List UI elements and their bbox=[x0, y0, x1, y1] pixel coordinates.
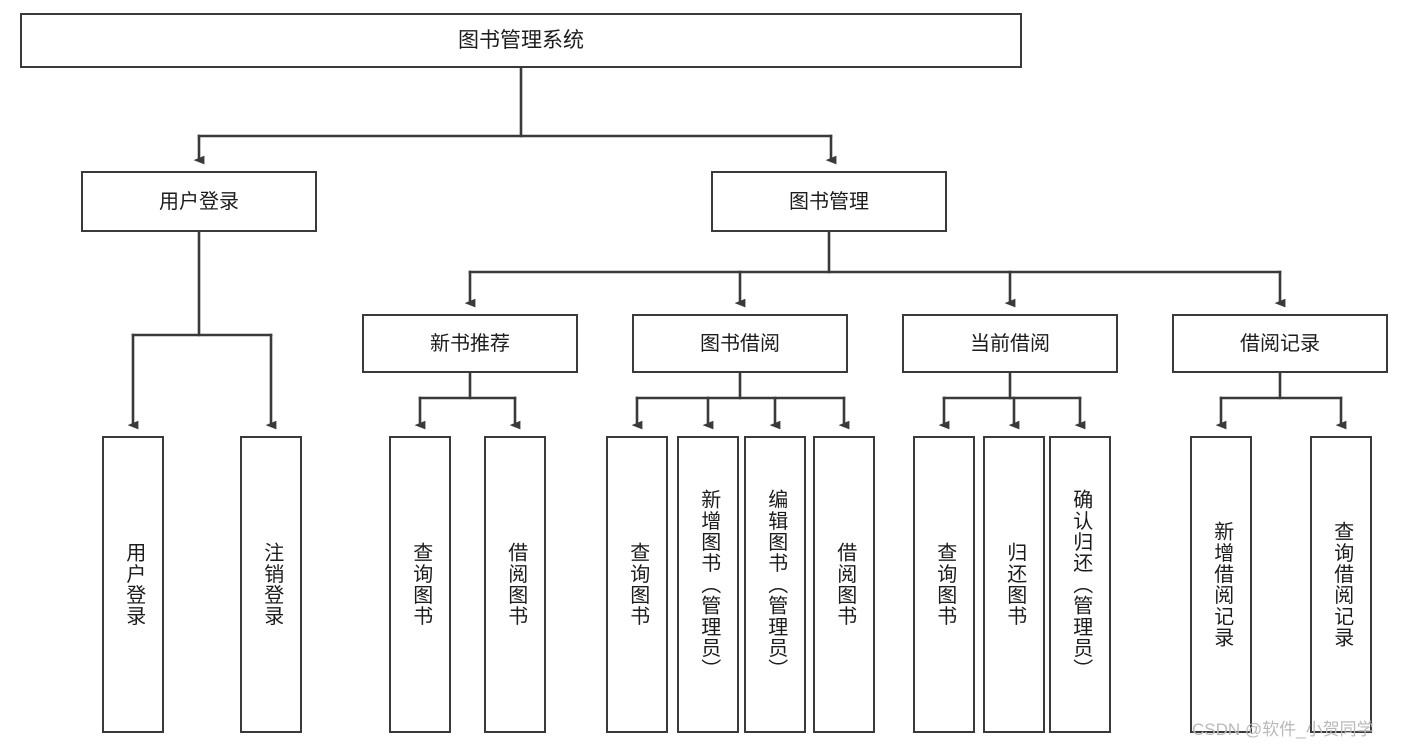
leaf-query-book-borrow-label: 查询图书 bbox=[626, 542, 649, 627]
leaf-query-borrow-record-label: 查询借阅记录 bbox=[1330, 520, 1353, 649]
node-current-borrow-label: 当前借阅 bbox=[970, 332, 1050, 355]
node-root[interactable]: 图书管理系统 bbox=[20, 13, 1022, 68]
node-user-login-label: 用户登录 bbox=[159, 190, 239, 213]
leaf-query-book-borrow[interactable]: 查询图书 bbox=[606, 436, 668, 733]
leaf-add-book-admin[interactable]: 新增图书（管理员） bbox=[677, 436, 739, 733]
leaf-borrow-book[interactable]: 借阅图书 bbox=[813, 436, 875, 733]
node-borrow-record[interactable]: 借阅记录 bbox=[1172, 314, 1388, 373]
leaf-query-book-current-label: 查询图书 bbox=[933, 542, 956, 627]
node-root-label: 图书管理系统 bbox=[458, 29, 584, 52]
leaf-logout[interactable]: 注销登录 bbox=[240, 436, 302, 733]
csdn-watermark: CSDN @软件_小贺同学 bbox=[1192, 720, 1374, 739]
node-book-borrow[interactable]: 图书借阅 bbox=[632, 314, 848, 373]
leaf-query-borrow-record[interactable]: 查询借阅记录 bbox=[1310, 436, 1372, 733]
leaf-logout-label: 注销登录 bbox=[260, 542, 283, 627]
leaf-edit-book-admin-label: 编辑图书（管理员） bbox=[764, 489, 787, 680]
node-borrow-record-label: 借阅记录 bbox=[1240, 332, 1320, 355]
leaf-user-login[interactable]: 用户登录 bbox=[102, 436, 164, 733]
node-book-borrow-label: 图书借阅 bbox=[700, 332, 780, 355]
leaf-return-book[interactable]: 归还图书 bbox=[983, 436, 1045, 733]
leaf-confirm-return-admin[interactable]: 确认归还（管理员） bbox=[1049, 436, 1111, 733]
leaf-add-borrow-record-label: 新增借阅记录 bbox=[1210, 520, 1233, 649]
leaf-return-book-label: 归还图书 bbox=[1003, 542, 1026, 627]
node-new-book-recommend-label: 新书推荐 bbox=[430, 332, 510, 355]
leaf-query-book-newbook-label: 查询图书 bbox=[409, 542, 432, 627]
leaf-add-borrow-record[interactable]: 新增借阅记录 bbox=[1190, 436, 1252, 733]
leaf-borrow-book-newbook[interactable]: 借阅图书 bbox=[484, 436, 546, 733]
node-book-management-label: 图书管理 bbox=[789, 190, 869, 213]
leaf-user-login-label: 用户登录 bbox=[122, 542, 145, 627]
leaf-query-book-newbook[interactable]: 查询图书 bbox=[389, 436, 451, 733]
leaf-add-book-admin-label: 新增图书（管理员） bbox=[697, 489, 720, 680]
leaf-borrow-book-newbook-label: 借阅图书 bbox=[504, 542, 527, 627]
node-current-borrow[interactable]: 当前借阅 bbox=[902, 314, 1118, 373]
node-book-management[interactable]: 图书管理 bbox=[711, 171, 947, 232]
leaf-borrow-book-label: 借阅图书 bbox=[833, 542, 856, 627]
leaf-query-book-current[interactable]: 查询图书 bbox=[913, 436, 975, 733]
leaf-confirm-return-admin-label: 确认归还（管理员） bbox=[1069, 489, 1092, 680]
node-new-book-recommend[interactable]: 新书推荐 bbox=[362, 314, 578, 373]
node-user-login[interactable]: 用户登录 bbox=[81, 171, 317, 232]
leaf-edit-book-admin[interactable]: 编辑图书（管理员） bbox=[744, 436, 806, 733]
